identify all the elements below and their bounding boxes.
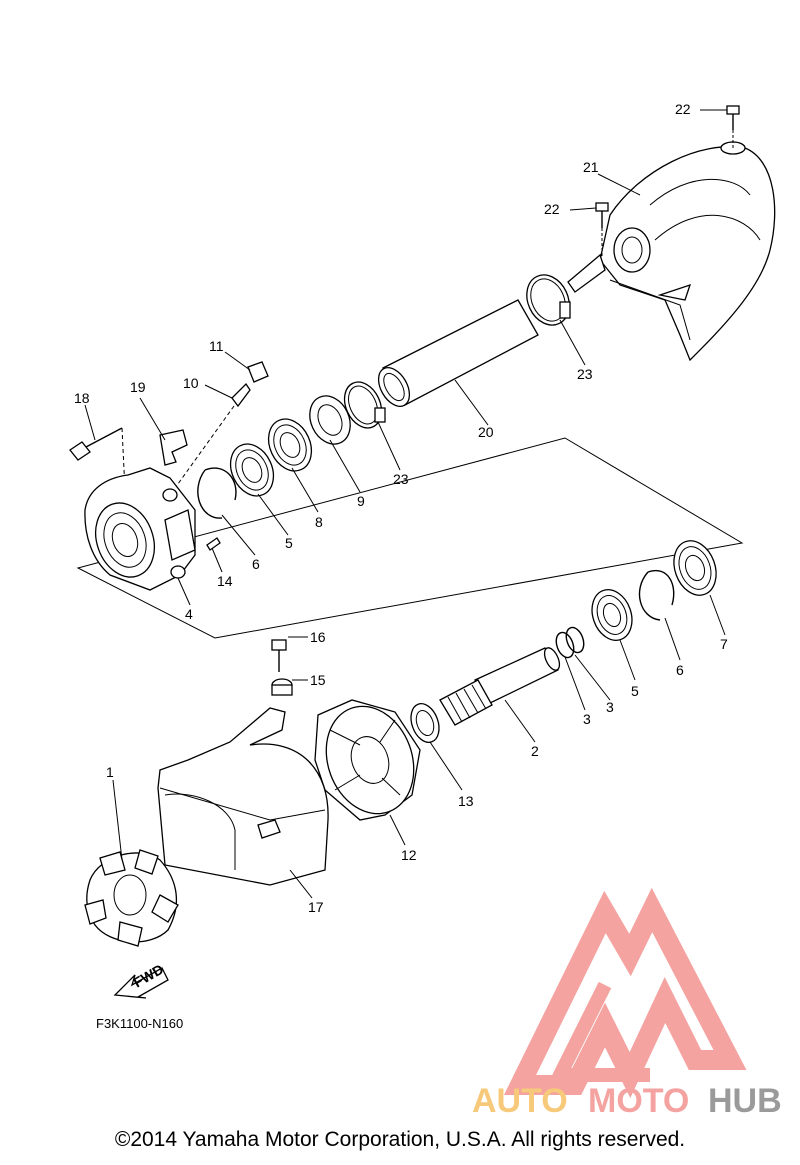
callout-2: 2: [531, 743, 539, 759]
callout-5: 5: [285, 535, 293, 551]
callout-23: 23: [577, 366, 593, 382]
callout-11: 11: [209, 338, 224, 354]
callout-18: 18: [74, 390, 90, 406]
automotohub-logo: [503, 887, 747, 1098]
part-2-shaft: [439, 647, 561, 726]
part-19-plate: [159, 429, 188, 466]
part-9-seal: [309, 395, 351, 445]
part-1-damper: [84, 849, 179, 947]
callout-9: 9: [357, 493, 365, 509]
part-22-bolt-top: [726, 105, 740, 148]
figure-code: F3K1100-N160: [96, 1016, 183, 1031]
callout-12: 12: [401, 847, 417, 863]
callout-3: 3: [606, 699, 614, 715]
callout-22: 22: [544, 201, 560, 217]
callout-16: 16: [310, 629, 326, 645]
brand-moto: MOTO: [588, 1082, 689, 1120]
callout-21: 21: [583, 159, 599, 175]
part-6-circlip-upper: [197, 467, 237, 519]
callout-10: 10: [183, 375, 199, 391]
callout-6: 6: [676, 662, 684, 678]
part-5-bearing-upper: [229, 443, 275, 497]
fwd-arrow-icon: [113, 967, 169, 999]
callout-13: 13: [458, 793, 474, 809]
subassembly-outline: [76, 437, 744, 639]
callout-19: 19: [130, 379, 146, 395]
part-20-hose: [377, 299, 539, 407]
callout-17: 17: [308, 899, 324, 915]
callout-6: 6: [252, 556, 260, 572]
callout-23: 23: [393, 471, 409, 487]
callout-4: 4: [185, 606, 193, 622]
part-10-nipple: [169, 382, 251, 496]
leader-lines: [84, 109, 727, 899]
part-16-bolt: [271, 639, 287, 672]
part-5-bearing-lower: [591, 589, 633, 641]
part-6-circlip-lower: [638, 569, 675, 621]
part-3-orings: [555, 626, 585, 659]
part-22-bolt-mid: [595, 202, 609, 258]
part-23-clamp-upper: [526, 274, 571, 326]
callout-14: 14: [217, 573, 233, 589]
part-11-cap: [247, 361, 269, 383]
part-15-collar: [271, 678, 293, 696]
callout-22: 22: [675, 101, 691, 117]
part-4-housing: [84, 467, 196, 591]
callout-7: 7: [720, 636, 728, 652]
callout-20: 20: [478, 424, 494, 440]
part-13-spacer: [410, 703, 440, 743]
part-12-coupler: [314, 699, 421, 821]
callout-15: 15: [310, 672, 326, 688]
part-7-bearing: [673, 540, 717, 596]
callout-8: 8: [315, 514, 323, 530]
brand-hub: HUB: [708, 1082, 782, 1120]
part-14-pin: [206, 537, 221, 551]
part-17-cover: [157, 707, 329, 886]
part-21-duct-cover: [567, 141, 776, 362]
part-23-clamp-lower: [343, 381, 386, 429]
callout-1: 1: [106, 764, 114, 780]
callout-3: 3: [583, 711, 591, 727]
part-8-bearing: [267, 418, 313, 472]
brand-auto: AUTO: [472, 1082, 568, 1120]
callout-5: 5: [631, 683, 639, 699]
copyright-notice: ©2014 Yamaha Motor Corporation, U.S.A. A…: [114, 1128, 686, 1151]
